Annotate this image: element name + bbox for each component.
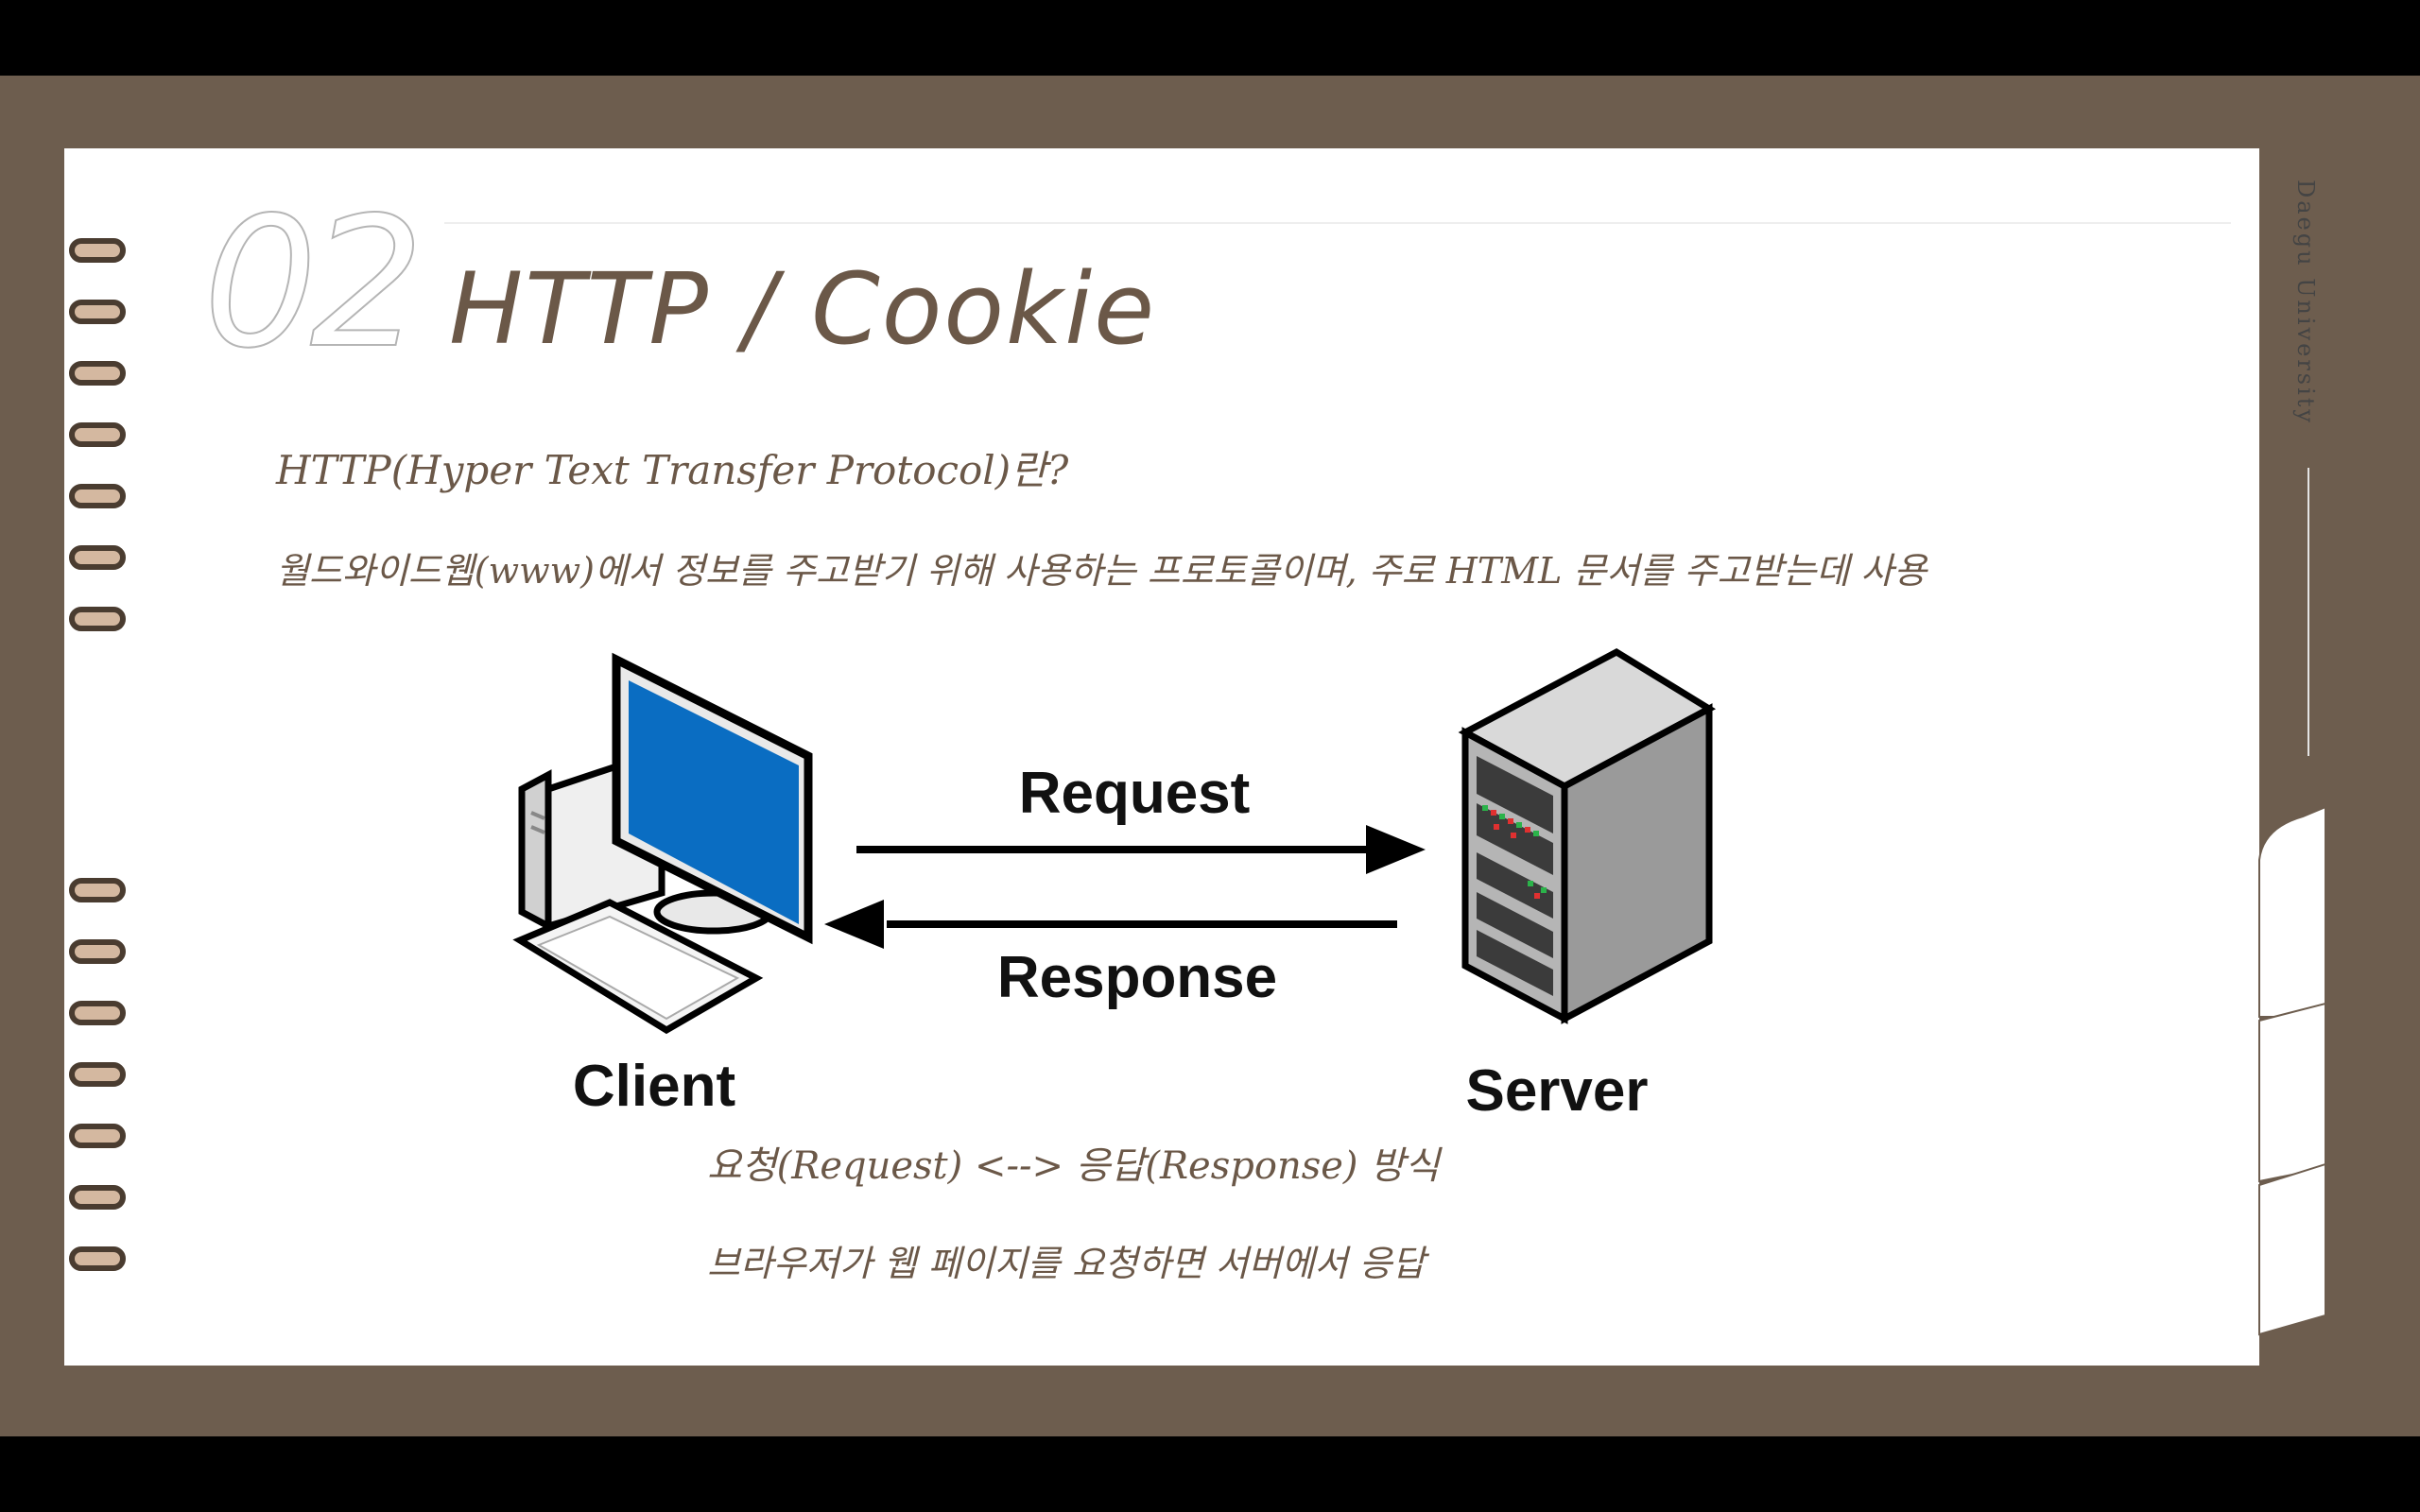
binder-ring: [69, 1185, 126, 1210]
binder-ring: [69, 484, 126, 508]
binder-ring: [69, 1124, 126, 1148]
binder-ring: [69, 422, 126, 447]
page-tab: [2259, 807, 2325, 1017]
binder-ring: [69, 607, 126, 631]
side-divider: [2308, 468, 2309, 756]
section-number: 02: [203, 194, 417, 373]
binder-ring: [69, 1246, 126, 1271]
binder-ring: [69, 238, 126, 263]
page-tabs: [2250, 794, 2325, 1342]
binder-ring: [69, 1001, 126, 1025]
section-subtitle: HTTP(Hyper Text Transfer Protocol)란?: [276, 447, 1068, 494]
server-tower-icon: [1465, 652, 1709, 1019]
request-arrowhead: [1366, 825, 1426, 874]
binder-ring: [69, 300, 126, 324]
http-diagram: Request Response Client Server: [510, 624, 1815, 1134]
response-label: Response: [997, 945, 1277, 1010]
note-request-response: 요청(Request) <--> 응답(Response) 방식: [707, 1143, 1440, 1189]
binder-ring: [69, 1062, 126, 1087]
server-label: Server: [1465, 1058, 1648, 1124]
client-label: Client: [573, 1054, 735, 1119]
note-browser-server: 브라우저가 웹 페이지를 요청하면 서버에서 응답: [707, 1243, 1426, 1286]
definition-text: 월드와이드웹(www)에서 정보를 주고받기 위해 사용하는 프로토콜이며, 주…: [276, 550, 1927, 593]
title-rule: [444, 222, 2231, 224]
binder-ring: [69, 878, 126, 902]
page-tab: [2259, 1164, 2325, 1334]
request-label: Request: [1019, 761, 1251, 826]
client-computer-icon: [520, 660, 808, 1030]
page-title: HTTP / Cookie: [449, 255, 1156, 363]
binder-ring: [69, 361, 126, 386]
binder-ring: [69, 545, 126, 570]
response-arrowhead: [824, 900, 884, 949]
binder-ring: [69, 939, 126, 964]
university-label: Daegu University: [2292, 180, 2319, 425]
page-tab: [2259, 1004, 2325, 1181]
bottom-letterbox: [0, 1436, 2420, 1512]
top-letterbox: [0, 0, 2420, 76]
